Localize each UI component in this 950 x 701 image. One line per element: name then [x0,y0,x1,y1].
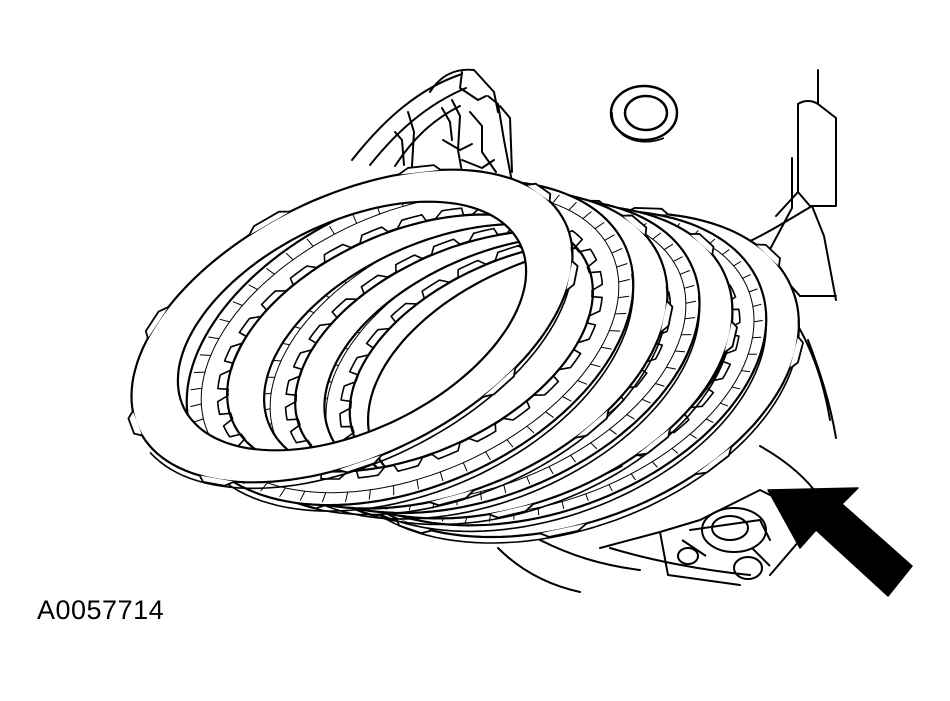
figure-reference-code: A0057714 [37,595,165,625]
hub [677,507,771,580]
washer [609,84,679,143]
plate-1 [127,164,579,490]
clutch-plates [127,164,804,544]
arrow-icon [767,487,913,597]
